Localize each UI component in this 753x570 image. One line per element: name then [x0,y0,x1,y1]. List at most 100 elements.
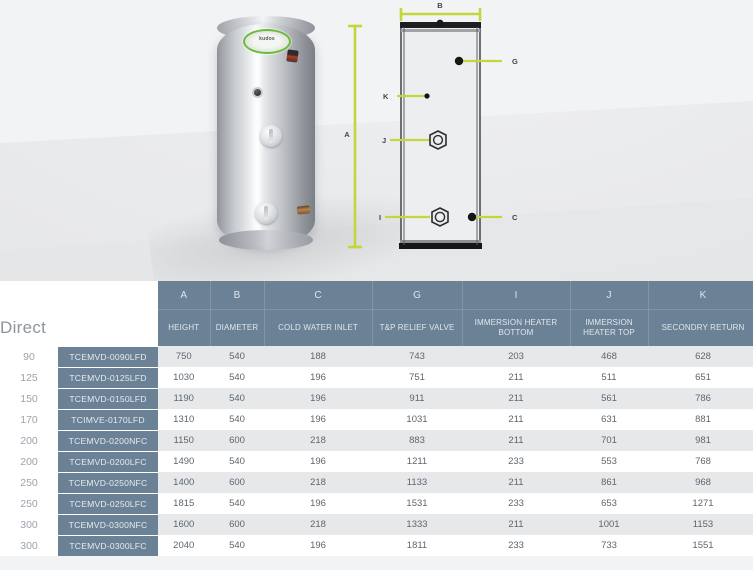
cell-a: 1030 [158,367,210,388]
model-badge[interactable]: TCEMVD-0300NFC [58,514,158,535]
callout-c [467,212,502,222]
row-capacity: 250 [0,493,58,514]
header-letter-b: B [210,281,265,310]
cell-i: 211 [462,367,570,388]
cell-j: 631 [570,409,648,430]
header-letter-c: C [264,281,373,310]
cell-b: 540 [210,535,264,556]
cell-g: 1211 [372,451,462,472]
cell-c: 196 [264,388,372,409]
cell-b: 540 [210,367,264,388]
cell-k: 1551 [648,535,753,556]
cell-c: 218 [264,472,372,493]
cell-b: 540 [210,388,264,409]
model-badge[interactable]: TCEMVD-0300LFC [58,535,158,556]
callout-label-i: I [379,213,381,222]
row-model-cell: TCEMVD-0300LFC [58,535,158,556]
cell-a: 1815 [158,493,210,514]
row-capacity: 125 [0,367,58,388]
header-name-secondry-return: SECONDRY RETURN [648,309,753,346]
callout-label-j: J [382,136,386,145]
cell-g: 1811 [372,535,462,556]
cell-c: 196 [264,493,372,514]
header-name-diameter: DIAMETER [210,309,265,346]
dimension-line-a [348,24,362,249]
callout-label-g: G [512,57,518,66]
cell-k: 881 [648,409,753,430]
row-capacity: 150 [0,388,58,409]
cell-i: 211 [462,472,570,493]
row-model-cell: TCEMVD-0125LFD [58,367,158,388]
cell-a: 1310 [158,409,210,430]
specification-table: A B C G I J K Direct HEIGHT DIAMETER COL… [0,281,753,556]
technical-drawing: B A G [330,0,560,270]
cell-a: 1490 [158,451,210,472]
model-badge[interactable]: TCEMVD-0250NFC [58,472,158,493]
technical-drawing-svg: B A G [344,1,518,249]
cylinder-base [219,230,313,250]
cell-j: 1001 [570,514,648,535]
cell-a: 2040 [158,535,210,556]
cell-j: 701 [570,430,648,451]
cell-c: 196 [264,451,372,472]
header-name-tp-relief-valve: T&P RELIEF VALVE [372,309,463,346]
cell-j: 861 [570,472,648,493]
cell-j: 653 [570,493,648,514]
cell-g: 743 [372,346,462,367]
cell-g: 751 [372,367,462,388]
cell-g: 1133 [372,472,462,493]
header-name-immersion-heater-top: IMMERSION HEATER TOP [570,309,649,346]
section-title-direct: Direct [0,309,158,346]
callout-label-c: C [512,213,518,222]
model-badge[interactable]: TCEMVD-0125LFD [58,367,158,388]
header-name-height: HEIGHT [158,309,211,346]
cell-g: 1031 [372,409,462,430]
model-badge[interactable]: TCEMVD-0200LFC [58,451,158,472]
model-badge[interactable]: TCEMVD-0090LFD [58,346,158,367]
header-spacer-capacity [0,281,58,310]
table-header-names: Direct HEIGHT DIAMETER COLD WATER INLET … [0,309,753,346]
cell-j: 553 [570,451,648,472]
header-spacer-model [58,281,158,310]
top-fitting-icon [286,49,299,63]
cell-b: 540 [210,409,264,430]
cell-b: 540 [210,346,264,367]
header-letter-i: I [462,281,571,310]
row-model-cell: TCEMVD-0090LFD [58,346,158,367]
cell-c: 188 [264,346,372,367]
row-model-cell: TCEMVD-0300NFC [58,514,158,535]
model-badge[interactable]: TCEMVD-0200NFC [58,430,158,451]
row-model-cell: TCEMVD-0250LFC [58,493,158,514]
cell-k: 651 [648,367,753,388]
cell-a: 750 [158,346,210,367]
cell-j: 511 [570,367,648,388]
cell-i: 211 [462,430,570,451]
callout-i [385,207,449,227]
cell-g: 911 [372,388,462,409]
model-badge[interactable]: TCEMVD-0250LFC [58,493,158,514]
callout-g [454,56,502,66]
cell-k: 1153 [648,514,753,535]
cell-c: 196 [264,367,372,388]
cell-i: 233 [462,451,570,472]
row-model-cell: TCEMVD-0150LFD [58,388,158,409]
cell-b: 600 [210,514,264,535]
cell-k: 1271 [648,493,753,514]
model-badge[interactable]: TCIMVE-0170LFD [58,409,158,430]
cell-i: 203 [462,346,570,367]
callout-j [390,130,447,150]
row-capacity: 200 [0,430,58,451]
sensor-port-icon [254,89,261,96]
model-badge[interactable]: TCEMVD-0150LFD [58,388,158,409]
cell-g: 883 [372,430,462,451]
hero-banner: kudos B A [0,0,753,281]
